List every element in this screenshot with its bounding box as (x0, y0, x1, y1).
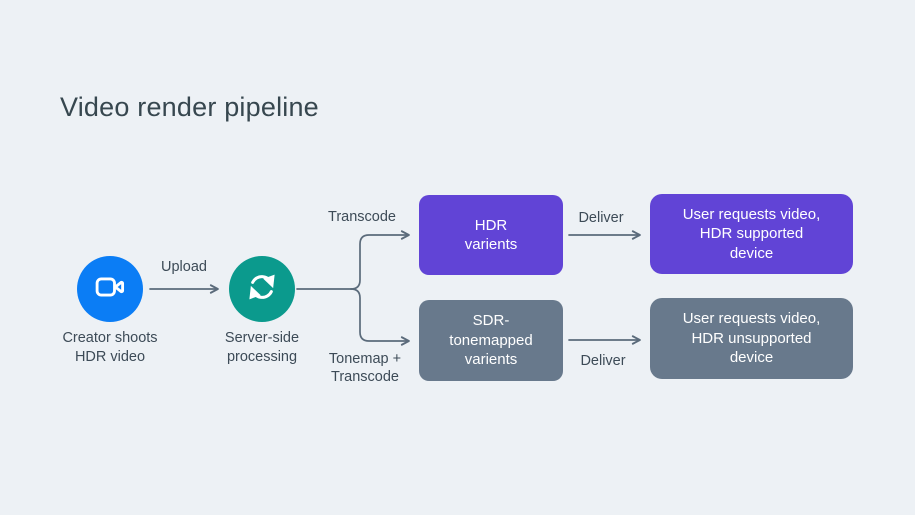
edge-label-deliver-top: Deliver (578, 210, 624, 226)
sdr-variants-box: SDR- tonemapped varients (419, 300, 563, 381)
server-processing-node-label: Server-side processing (224, 330, 300, 365)
sync-icon (243, 268, 281, 311)
creator-node (77, 256, 143, 322)
user-hdr-supported-box: User requests video, HDR supported devic… (650, 194, 853, 274)
creator-node-label: Creator shoots HDR video (62, 330, 158, 365)
page-title: Video render pipeline (60, 92, 319, 122)
user-hdr-unsupported-box: User requests video, HDR unsupported dev… (650, 298, 853, 379)
edge-label-deliver-bottom: Deliver (580, 353, 626, 369)
edge-label-upload: Upload (161, 259, 207, 275)
video-camera-icon (92, 269, 128, 310)
server-processing-node (229, 256, 295, 322)
edge-fork-to-hdr-arrow (350, 230, 410, 290)
edge-fork-to-sdr-arrow (350, 288, 410, 346)
edge-label-tonemap-transcode: Tonemap + Transcode (328, 351, 402, 385)
edge-label-transcode: Transcode (328, 209, 396, 225)
hdr-variants-box: HDR varients (419, 195, 563, 275)
